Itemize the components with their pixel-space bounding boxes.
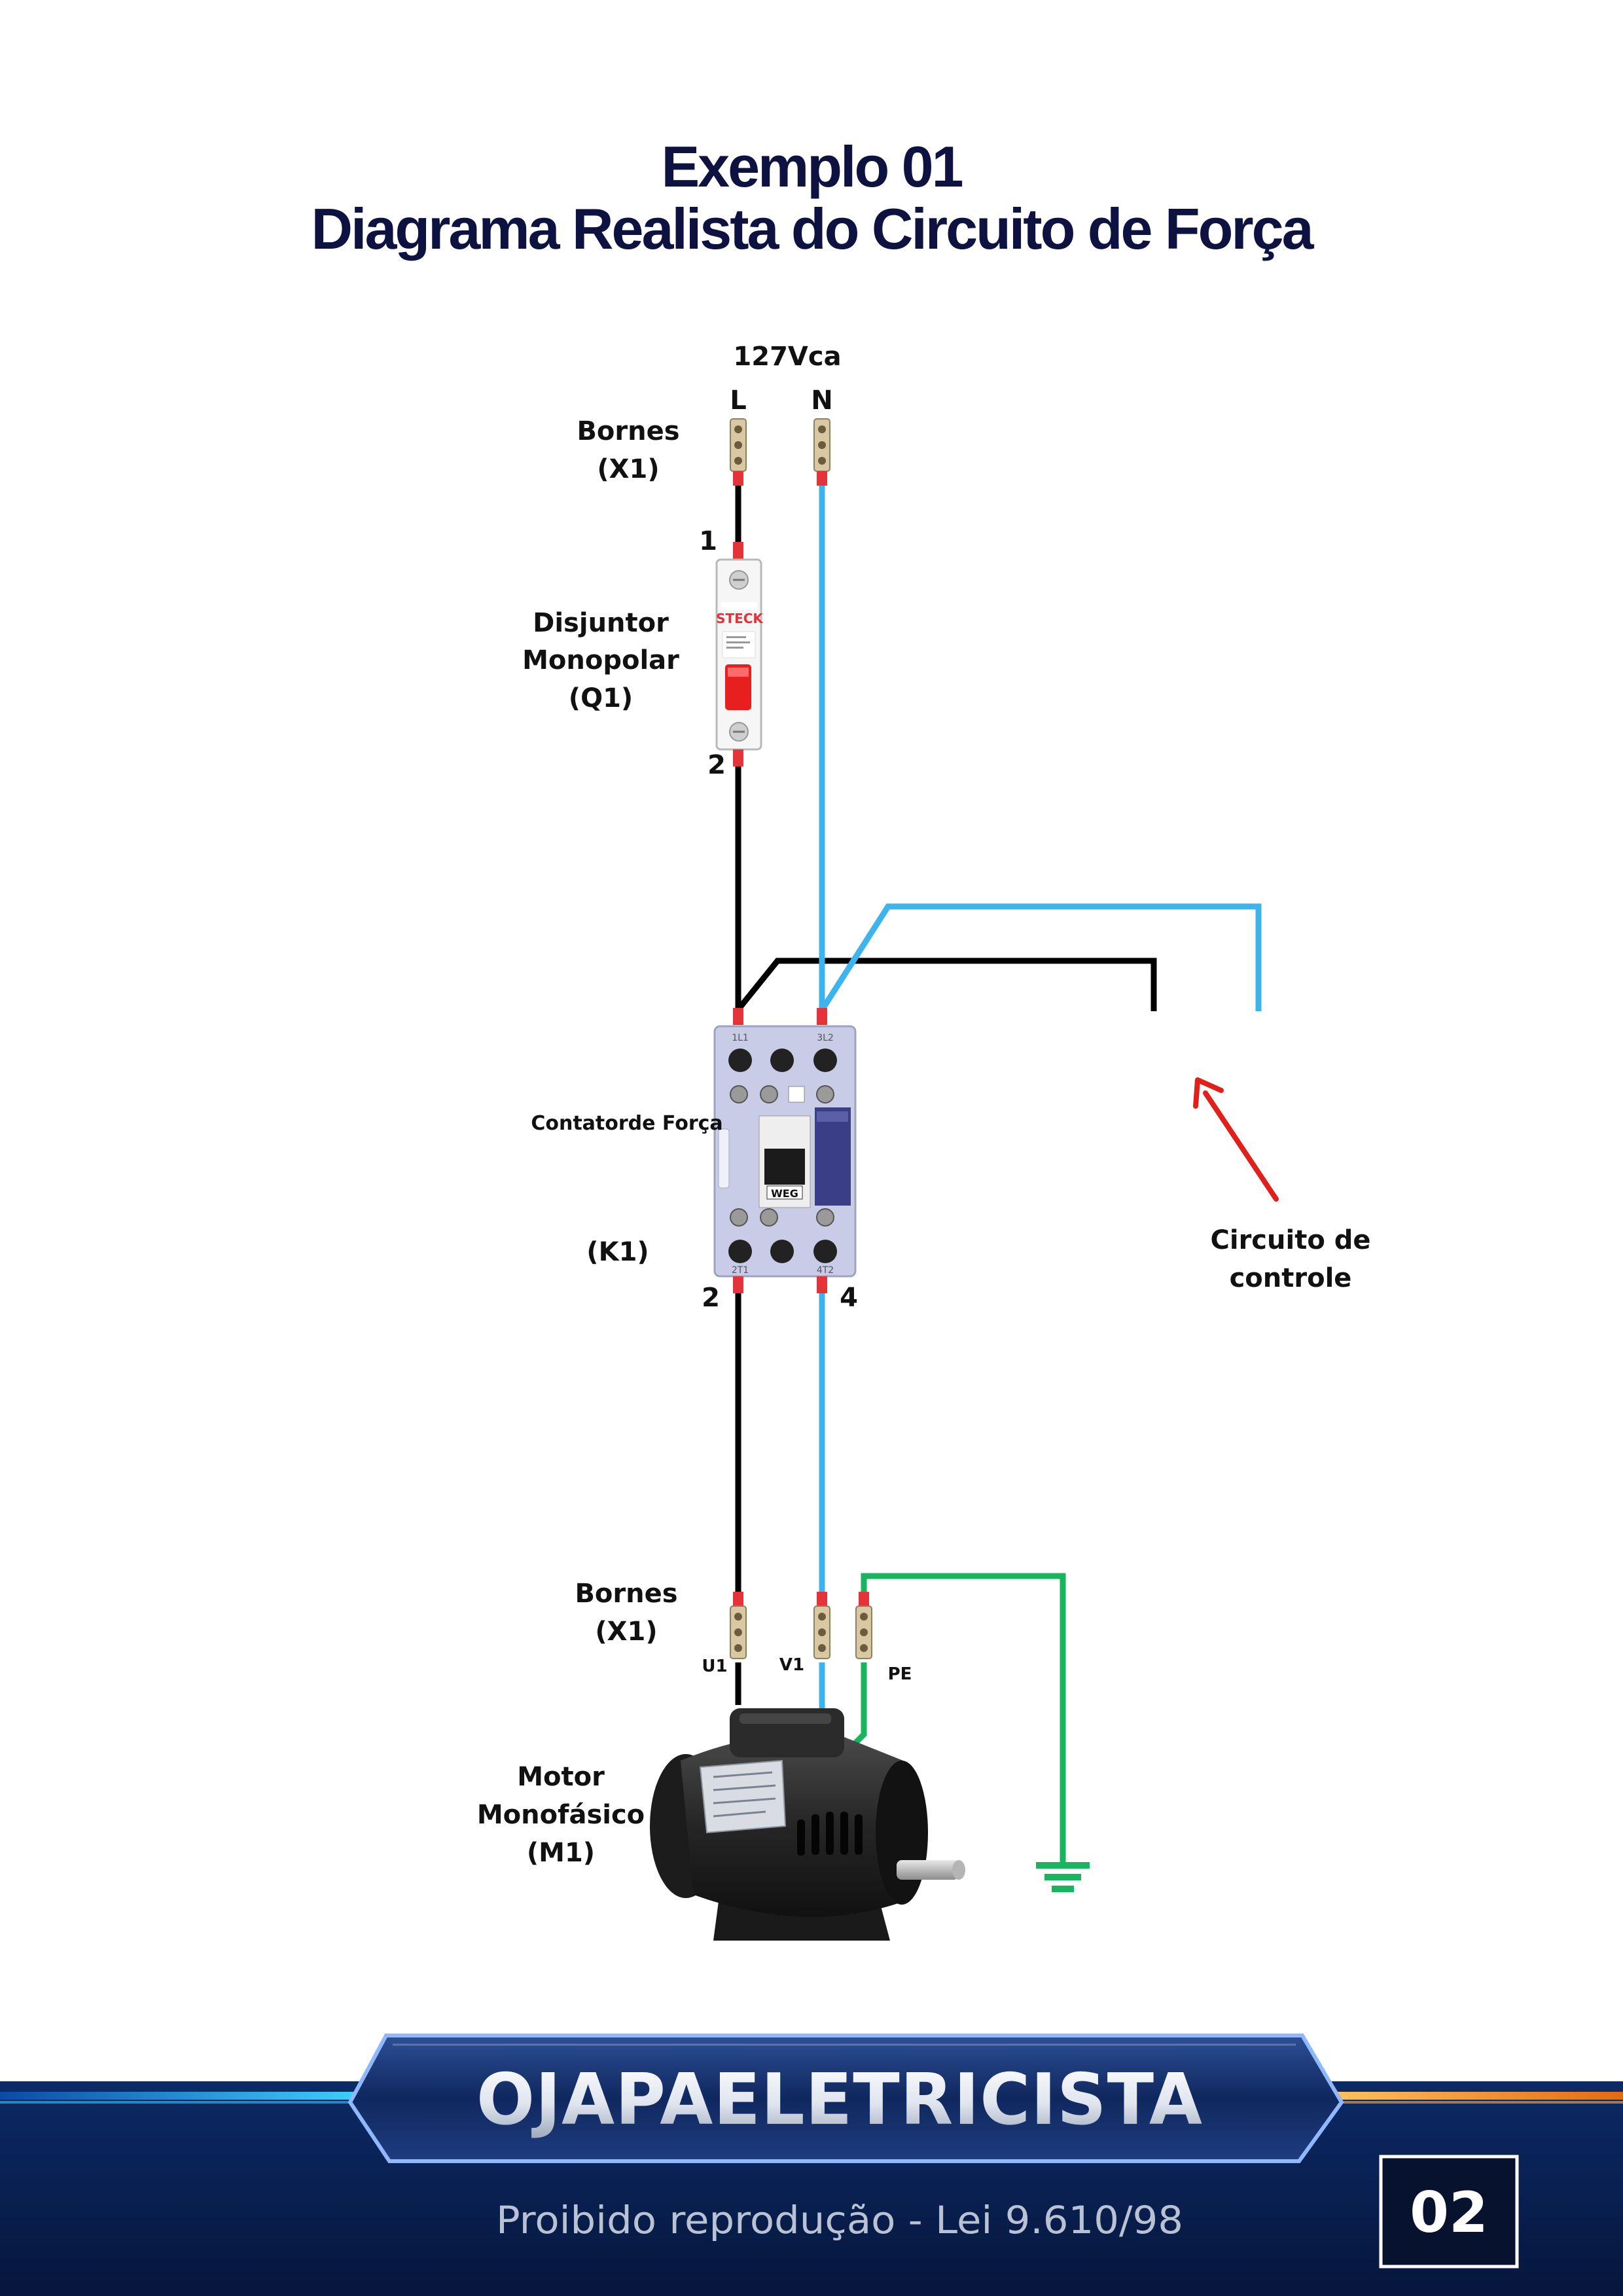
title-line-1: Exemplo 01 — [661, 134, 962, 199]
breaker-name-line-2: Monopolar — [522, 645, 679, 675]
terminal-block-bottom — [730, 1592, 872, 1659]
page-number: 02 — [1410, 2180, 1488, 2246]
contactor: 1L1 3L2 WEG 2T1 4T2 — [713, 1008, 857, 1293]
title-line-2: Diagrama Realista do Circuito de Força — [311, 196, 1314, 261]
terminals-top-tag: (X1) — [597, 454, 659, 484]
control-arrow — [1193, 1077, 1279, 1202]
contactor-tag: (K1) — [586, 1237, 649, 1267]
footer: OJAPAELETRICISTA Proibido reprodução - L… — [0, 2034, 1623, 2296]
breaker-tag: (Q1) — [569, 683, 633, 713]
ground-icon — [1036, 1862, 1090, 1892]
control-label-line-2: controle — [1230, 1263, 1352, 1293]
terminal-n-top — [813, 418, 830, 486]
terminal-v1-label: V1 — [779, 1655, 804, 1675]
footer-notice: Proibido reprodução - Lei 9.610/98 — [496, 2198, 1183, 2242]
contactor-top-left-marking: 1L1 — [732, 1033, 749, 1043]
wire-earth-to-ground — [861, 1573, 1066, 1864]
terminal-pe-label: PE — [888, 1664, 912, 1684]
contactor-bottom-right-marking: 4T2 — [817, 1265, 834, 1276]
terminal-v1 — [813, 1592, 830, 1659]
terminal-u1 — [730, 1592, 747, 1659]
terminals-bottom-tag: (X1) — [595, 1617, 657, 1647]
contactor-pin-out-left: 2 — [702, 1283, 720, 1313]
terminals-bottom-name: Bornes — [575, 1579, 677, 1609]
footer-brand: OJAPAELETRICISTA — [476, 2059, 1203, 2141]
breaker-name-line-1: Disjuntor — [533, 608, 669, 638]
breaker-pin-in: 1 — [699, 526, 717, 556]
terminal-l-top — [730, 418, 747, 486]
terminal-block-top — [730, 418, 830, 486]
contactor-name: Contatorde Força — [531, 1112, 722, 1135]
single-phase-motor — [650, 1708, 965, 1941]
contactor-bottom-left-marking: 2T1 — [732, 1265, 749, 1276]
wires — [735, 484, 1262, 1864]
breaker-pin-out: 2 — [707, 750, 726, 780]
terminals-top-name: Bornes — [577, 416, 679, 446]
wire-neutral-to-control — [821, 903, 1262, 1011]
control-label-line-1: Circuito de — [1211, 1225, 1371, 1255]
terminal-u1-label: U1 — [702, 1657, 727, 1676]
phase-label: L — [730, 386, 747, 416]
contactor-top-right-marking: 3L2 — [817, 1033, 834, 1043]
circuit-breaker: STECK — [715, 542, 764, 766]
motor-tag: (M1) — [527, 1838, 595, 1868]
supply-voltage-label: 127Vca — [733, 342, 841, 372]
wire-phase-to-control — [737, 958, 1157, 1011]
contactor-brand: WEG — [771, 1187, 798, 1200]
breaker-brand: STECK — [716, 611, 764, 626]
motor-name-line-2: Monofásico — [477, 1800, 645, 1830]
neutral-label: N — [811, 386, 832, 416]
terminal-pe — [855, 1592, 872, 1659]
motor-name-line-1: Motor — [517, 1762, 605, 1792]
contactor-pin-out-right: 4 — [840, 1283, 858, 1313]
